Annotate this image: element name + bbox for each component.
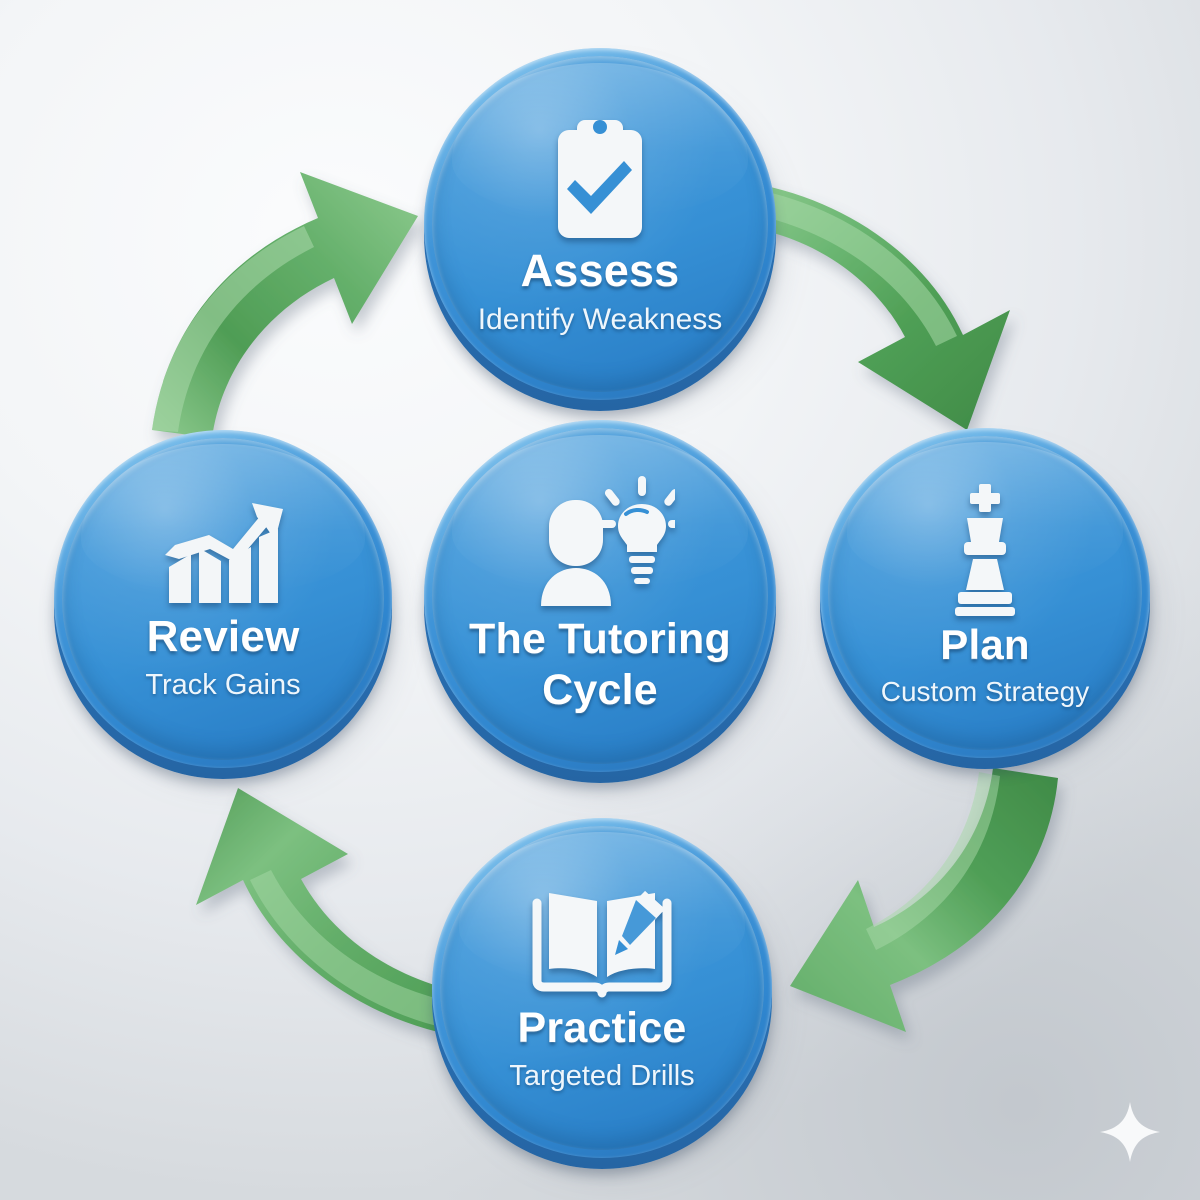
center-node[interactable]: The Tutoring Cycle [424,420,776,783]
arrow-plan-to-practice [790,768,1058,1032]
center-title: The Tutoring Cycle [469,614,731,715]
person-lightbulb-icon [525,476,675,608]
step-title: Review [146,611,300,661]
step-node-review[interactable]: Review Track Gains [54,430,392,779]
disc-face: Assess Identify Weakness [432,56,768,392]
book-pencil-icon [527,885,677,1003]
center-title-line2: Cycle [542,666,658,714]
bar-chart-arrow-up-icon [157,499,289,611]
disc-face: Practice Targeted Drills [440,826,764,1150]
step-node-assess[interactable]: Assess Identify Weakness [424,48,776,411]
disc-face: Review Track Gains [62,438,384,760]
step-subtitle: Track Gains [145,668,301,701]
step-title: Practice [517,1004,687,1052]
step-subtitle: Custom Strategy [880,676,1090,707]
sparkle-star-icon [1100,1102,1160,1162]
clipboard-check-icon [544,114,656,244]
step-node-plan[interactable]: Plan Custom Strategy [820,428,1150,769]
arrow-review-to-assess [152,172,418,438]
disc-face: The Tutoring Cycle [432,428,768,764]
step-subtitle: Targeted Drills [509,1060,695,1092]
step-node-practice[interactable]: Practice Targeted Drills [432,818,772,1169]
center-title-line1: The Tutoring [469,615,731,664]
arrow-practice-to-review [196,788,452,1032]
step-title: Assess [520,244,680,296]
step-subtitle: Identify Weakness [477,302,723,336]
step-title: Plan [940,621,1030,668]
chess-king-icon [942,480,1028,620]
disc-face: Plan Custom Strategy [828,436,1142,750]
